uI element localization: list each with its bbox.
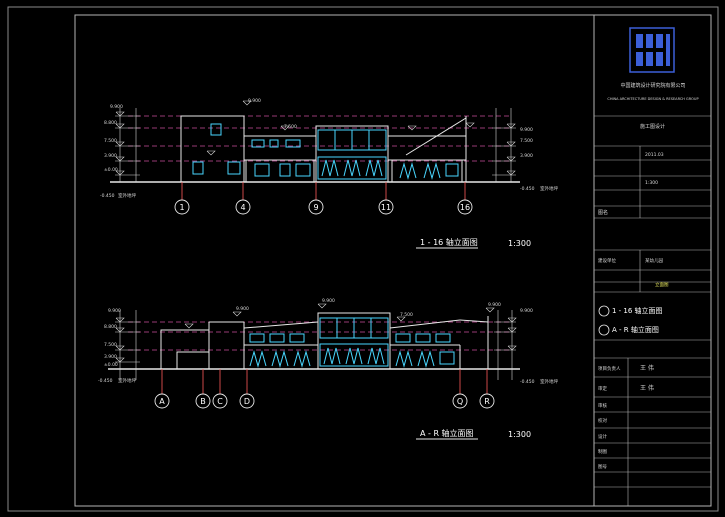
elev2-ground-label-right: 室外地坪	[540, 378, 558, 385]
sheet-title: 立面图	[655, 281, 669, 288]
elev1-level-mid: 7.500	[284, 124, 297, 130]
elev2-axis-r: R	[484, 397, 490, 406]
elev2-axis-a: A	[159, 397, 165, 406]
elev2-level-4-left: 3.900	[104, 354, 117, 360]
tb-drawing-name-1: 1 - 16 轴立面图	[612, 306, 663, 315]
elev1-axis-16: 16	[460, 203, 470, 212]
elev2-ground-label-left: 室外地坪	[118, 377, 136, 384]
elev2-level-2-left: 8.800	[104, 324, 117, 330]
elev2-level-3-left: 7.500	[104, 342, 117, 348]
elev1-ground-label-left: 室外地坪	[118, 192, 136, 199]
sig-role-6: 制图	[598, 448, 607, 455]
scale-value: 1:300	[645, 180, 658, 186]
sig-role-1: 项目负责人	[598, 365, 621, 372]
elev2-level-ground-right: -0.450	[520, 379, 535, 385]
elev1-level-3-right: 3.900	[520, 153, 533, 159]
elev1-scale: 1:300	[508, 239, 531, 248]
tb-drawing-name-2: A - R 轴立面图	[612, 325, 659, 334]
elev1-level-2-left: 8.800	[104, 120, 117, 126]
elev1-level-ground-left: -0.450	[100, 193, 115, 199]
sig-role-5: 设计	[598, 433, 607, 440]
elev1-axis-4: 4	[240, 203, 245, 212]
elev2-level-roof-b: 9.900	[322, 298, 335, 304]
stage-label: 施工图设计	[640, 123, 665, 130]
elev2-level-roof-c: 7.500	[400, 312, 413, 318]
elevation-2: 9.900 8.800 7.500 3.900 ±0.00 -0.450 9.9…	[98, 298, 558, 440]
sig-role-7: 图号	[598, 464, 607, 470]
elev2-axis-b: B	[200, 397, 206, 406]
elev1-level-5-left: ±0.00	[104, 167, 118, 173]
sheet-inner-frame	[74, 14, 712, 507]
elev2-level-top-left: 9.900	[108, 308, 121, 314]
elev2-axis-c: C	[217, 397, 223, 406]
sig-role-4: 校对	[598, 417, 607, 424]
elev1-title: 1 - 16 轴立面图	[420, 237, 478, 247]
project-name: 某幼儿园	[645, 257, 663, 264]
elev1-level-top-left: 9.900	[110, 104, 123, 110]
elev2-level-top-right: 9.900	[520, 308, 533, 314]
sheet-outer-frame	[7, 6, 719, 512]
drawing-name-label: 图名	[598, 209, 608, 216]
company-name: 中国建筑设计研究院有限公司	[620, 82, 685, 89]
elev2-axis-d: D	[244, 397, 250, 406]
logo-mark	[636, 34, 670, 66]
project-label: 建设单位	[598, 257, 616, 264]
sig-role-3: 审核	[598, 402, 607, 409]
company-logo	[629, 27, 675, 73]
title-block: 中国建筑设计研究院有限公司 CHINA ARCHITECTURE DESIGN …	[593, 15, 711, 506]
elev1-level-top-right: 9.900	[520, 127, 533, 133]
elev2-level-5-left: ±0.00	[104, 362, 118, 368]
company-name-en: CHINA ARCHITECTURE DESIGN & RESEARCH GRO…	[607, 97, 698, 101]
elev1-axis-11: 11	[381, 203, 391, 212]
elev2-axis-q: Q	[457, 397, 463, 406]
sig-role-2: 审定	[598, 385, 607, 392]
sig-name-1: 王 伟	[640, 364, 654, 372]
sig-name-2: 王 伟	[640, 384, 654, 392]
elev1-level-3-left: 7.500	[104, 138, 117, 144]
elev1-level-roof-mid: 9.900	[248, 98, 261, 104]
elev2-level-roof-d: 9.900	[488, 302, 501, 308]
elev1-axis-1: 1	[179, 203, 184, 212]
elev1-level-ground-right: -0.450	[520, 186, 535, 192]
elev1-axis-9: 9	[313, 203, 318, 212]
elev2-level-ground-left: -0.450	[98, 378, 113, 384]
elev2-title: A - R 轴立面图	[420, 428, 474, 438]
elev1-level-2-right: 7.500	[520, 138, 533, 144]
elev2-scale: 1:300	[508, 430, 531, 439]
elev2-level-roof-a: 9.900	[236, 306, 249, 312]
date-value: 2011.03	[645, 152, 664, 158]
elev1-ground-label-right: 室外地坪	[540, 185, 558, 192]
elevation-1: 9.900 8.800 7.500 3.900 ±0.00 -0.450 9.9…	[100, 98, 558, 249]
elev1-level-4-left: 3.900	[104, 153, 117, 159]
